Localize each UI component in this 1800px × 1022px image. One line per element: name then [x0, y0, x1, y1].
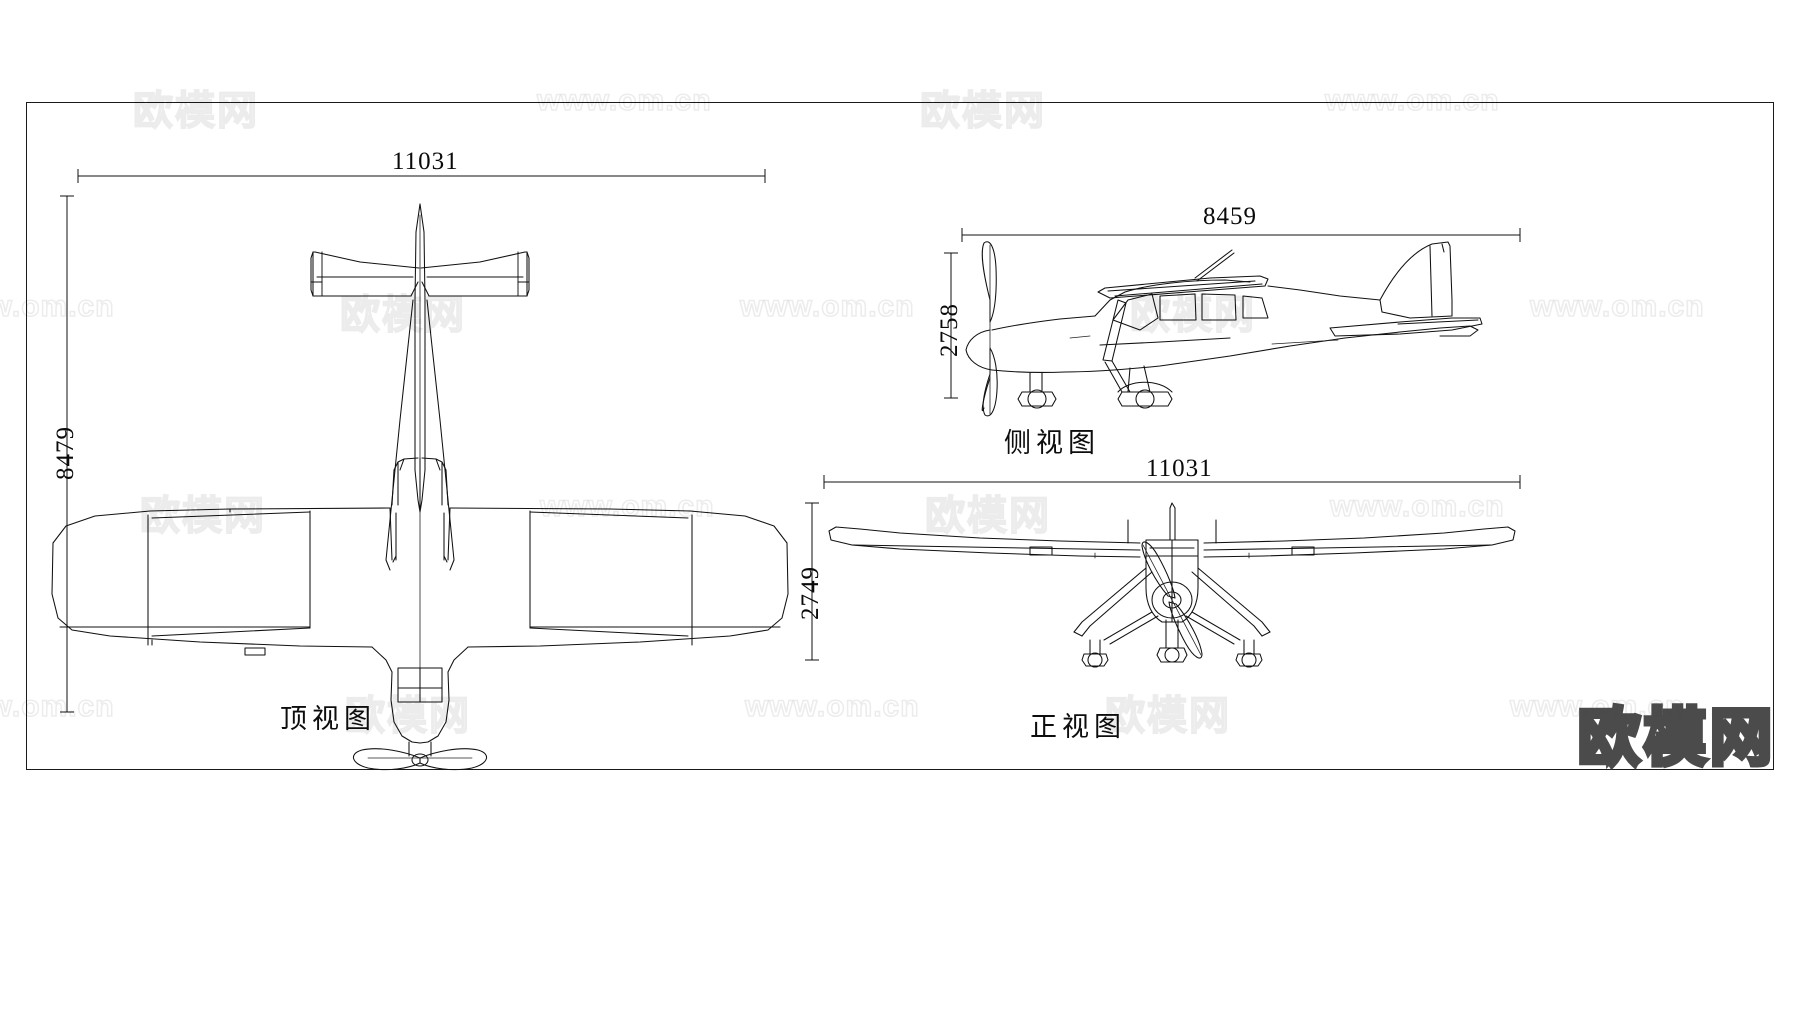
dimension-label-front-span: 11031	[1146, 455, 1213, 482]
caption-side-view: 侧视图	[1004, 428, 1100, 459]
drawing-frame-border	[26, 102, 1774, 770]
caption-front-view: 正视图	[1030, 712, 1126, 743]
dimension-label-side-length: 8459	[1203, 203, 1257, 230]
caption-top-view: 顶视图	[280, 704, 376, 735]
brand-watermark: 欧模网	[1575, 702, 1776, 776]
dimension-label-side-height: 2758	[936, 303, 963, 357]
dimension-label-top-span: 11031	[392, 148, 459, 175]
dimension-label-front-height: 2749	[797, 566, 824, 620]
dimension-label-top-length: 8479	[52, 426, 79, 480]
